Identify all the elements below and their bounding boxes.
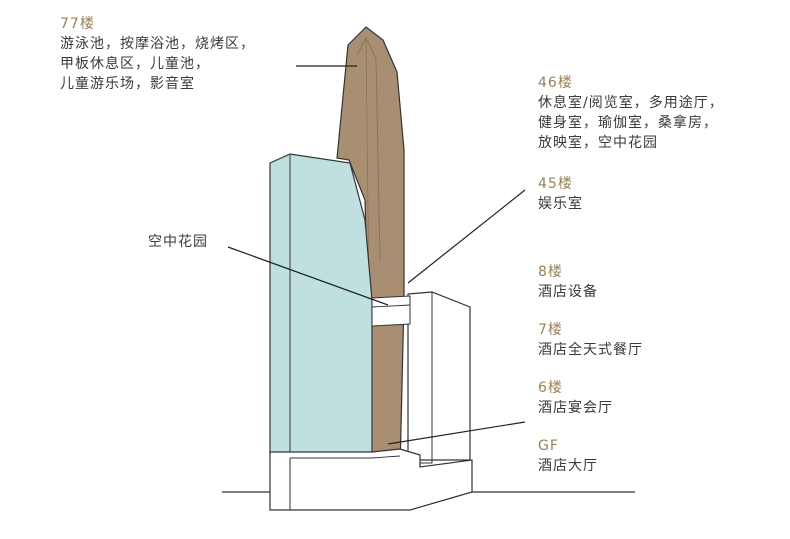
teal-tower <box>269 153 373 456</box>
label-46f-line-2: 健身室，瑜伽室，桑拿房， <box>538 115 718 131</box>
base-podium-roofline <box>290 455 401 459</box>
label-sky-garden: 空中花园 <box>148 232 208 252</box>
floor-77: 77楼 <box>60 16 95 32</box>
label-77f-line-2: 甲板休息区，儿童池， <box>60 56 210 72</box>
label-7f-line-1: 酒店全天式餐厅 <box>538 342 643 358</box>
leader-45 <box>407 189 526 284</box>
floor-gf: GF <box>538 438 559 454</box>
floor-45: 45楼 <box>538 176 573 192</box>
brown-tower-edge <box>356 36 381 261</box>
floor-8: 8楼 <box>538 264 563 280</box>
podium-right-step <box>420 455 433 464</box>
label-45f-line-1: 娱乐室 <box>538 196 583 212</box>
base-podium <box>269 448 473 511</box>
label-45f: 45楼 娱乐室 <box>538 174 583 214</box>
floor-6: 6楼 <box>538 380 563 396</box>
label-gf-line-1: 酒店大厅 <box>538 458 598 474</box>
label-8f: 8楼 酒店设备 <box>538 262 598 302</box>
leader-6 <box>387 421 526 445</box>
label-46f-line-3: 放映室，空中花园 <box>538 135 658 151</box>
label-77f-line-1: 游泳池，按摩浴池，烧烤区， <box>60 36 255 52</box>
label-77f: 77楼 游泳池，按摩浴池，烧烤区， 甲板休息区，儿童池， 儿童游乐场，影音室 <box>60 14 255 94</box>
floor-46: 46楼 <box>538 75 573 91</box>
sky-garden-text: 空中花园 <box>148 234 208 250</box>
podium-right <box>407 291 471 461</box>
label-6f-line-1: 酒店宴会厅 <box>538 400 613 416</box>
label-46f-line-1: 休息室/阅览室，多用途厅， <box>538 95 724 111</box>
leader-garden <box>227 246 389 306</box>
label-8f-line-1: 酒店设备 <box>538 284 598 300</box>
label-6f: 6楼 酒店宴会厅 <box>538 378 613 418</box>
label-46f: 46楼 休息室/阅览室，多用途厅， 健身室，瑜伽室，桑拿房， 放映室，空中花园 <box>538 73 724 153</box>
sky-garden-box <box>371 295 411 327</box>
floor-7: 7楼 <box>538 322 563 338</box>
brown-tower <box>336 26 405 471</box>
sky-garden-floor <box>371 304 411 308</box>
label-7f: 7楼 酒店全天式餐厅 <box>538 320 643 360</box>
label-77f-line-3: 儿童游乐场，影音室 <box>60 76 195 92</box>
label-gf: GF 酒店大厅 <box>538 436 598 476</box>
